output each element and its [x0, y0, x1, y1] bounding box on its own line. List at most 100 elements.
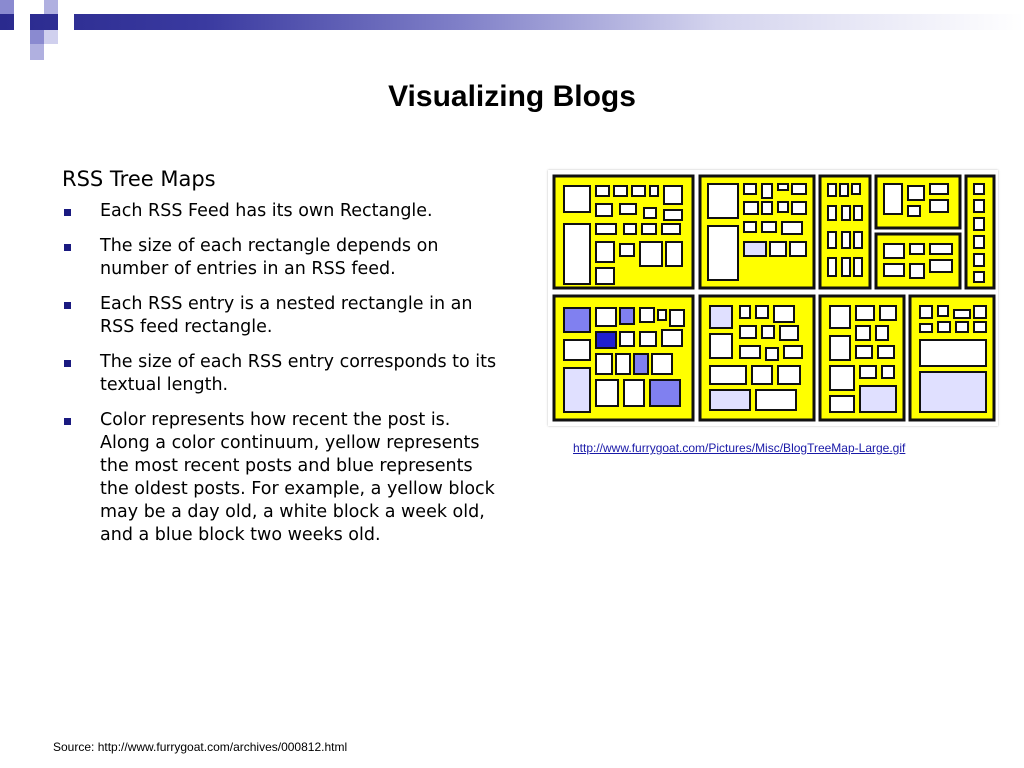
treemap-entry-rect [829, 395, 855, 413]
treemap-entry-rect [743, 183, 757, 195]
treemap-entry-rect [661, 329, 683, 347]
header-square [44, 30, 58, 44]
treemap-entry-rect [929, 183, 949, 195]
treemap-entry-rect [841, 231, 851, 249]
treemap-entry-rect [929, 199, 949, 213]
treemap-entry-rect [595, 379, 619, 407]
treemap-entry-rect [827, 205, 837, 221]
treemap-entry-rect [663, 185, 683, 205]
treemap-entry-rect [883, 183, 903, 215]
bullet-item: Each RSS entry is a nested rectangle in … [62, 293, 502, 339]
treemap-entry-rect [709, 389, 751, 411]
treemap-entry-rect [709, 305, 733, 329]
treemap-entry-rect [919, 371, 987, 413]
treemap-entry-rect [883, 243, 905, 259]
bullet-text: Each RSS Feed has its own Rectangle. [100, 201, 433, 221]
square-bullet-icon [64, 209, 71, 216]
treemap-entry-rect [709, 333, 733, 359]
treemap-entry-rect [669, 309, 685, 327]
treemap-entry-rect [955, 321, 969, 333]
treemap-entry-rect [791, 201, 807, 215]
treemap-entry-rect [839, 183, 849, 197]
treemap-entry-rect [641, 223, 657, 235]
treemap-entry-rect [743, 201, 759, 215]
treemap-entry-rect [879, 305, 897, 321]
treemap-entry-rect [783, 345, 803, 359]
treemap-entry-rect [829, 365, 855, 391]
header-square [14, 14, 30, 30]
treemap-graphic [552, 174, 996, 422]
treemap-entry-rect [855, 325, 871, 341]
treemap-entry-rect [663, 209, 683, 221]
treemap-entry-rect [827, 257, 837, 277]
treemap-entry-rect [855, 345, 873, 359]
treemap-entry-rect [853, 257, 863, 277]
treemap-entry-rect [929, 259, 953, 273]
treemap-entry-rect [707, 183, 739, 219]
treemap-entry-rect [563, 367, 591, 413]
treemap-entry-rect [909, 263, 925, 279]
treemap-entry-rect [853, 231, 863, 249]
square-bullet-icon [64, 418, 71, 425]
treemap-entry-rect [827, 231, 837, 249]
treemap-entry-rect [761, 325, 775, 339]
blog-treemap-image [548, 170, 998, 426]
treemap-entry-rect [973, 199, 985, 213]
treemap-entry-rect [639, 331, 657, 347]
treemap-entry-rect [777, 201, 789, 213]
treemap-entry-rect [953, 309, 971, 319]
header-gradient-bar [0, 14, 1024, 30]
treemap-entry-rect [709, 365, 747, 385]
treemap-entry-rect [973, 253, 985, 267]
treemap-entry-rect [595, 307, 617, 327]
treemap-entry-rect [563, 223, 591, 285]
treemap-entry-rect [761, 201, 773, 215]
bullet-text: Each RSS entry is a nested rectangle in … [100, 294, 473, 337]
treemap-entry-rect [883, 263, 905, 277]
treemap-entry-rect [973, 305, 987, 319]
treemap-entry-rect [643, 207, 657, 219]
treemap-entry-rect [773, 305, 795, 323]
treemap-entry-rect [829, 335, 851, 361]
treemap-entry-rect [755, 389, 797, 411]
treemap-entry-rect [973, 183, 985, 195]
treemap-entry-rect [649, 185, 659, 197]
bullet-item: The size of each rectangle depends on nu… [62, 235, 502, 281]
treemap-entry-rect [657, 309, 667, 321]
treemap-entry-rect [619, 203, 637, 215]
treemap-entry-rect [761, 221, 777, 233]
treemap-entry-rect [853, 205, 863, 221]
treemap-entry-rect [739, 345, 761, 359]
treemap-entry-rect [595, 241, 615, 263]
treemap-entry-rect [707, 225, 739, 281]
treemap-entry-rect [631, 185, 646, 197]
image-source-link[interactable]: http://www.furrygoat.com/Pictures/Misc/B… [573, 441, 906, 455]
bullet-text: The size of each RSS entry corresponds t… [100, 352, 497, 395]
treemap-entry-rect [595, 223, 617, 235]
treemap-entry-rect [623, 379, 645, 407]
treemap-entry-rect [777, 183, 789, 191]
treemap-entry-rect [781, 221, 803, 235]
square-bullet-icon [64, 244, 71, 251]
treemap-entry-rect [779, 325, 799, 341]
treemap-entry-rect [595, 353, 613, 375]
treemap-entry-rect [855, 305, 875, 321]
treemap-entry-rect [937, 321, 951, 333]
header-square [0, 30, 14, 44]
treemap-entry-rect [789, 241, 807, 257]
treemap-entry-rect [595, 331, 617, 349]
treemap-entry-rect [619, 243, 635, 257]
treemap-entry-rect [829, 305, 851, 329]
treemap-entry-rect [639, 307, 655, 323]
treemap-entry-rect [973, 235, 985, 249]
treemap-entry-rect [639, 241, 663, 267]
header-square [0, 0, 14, 14]
treemap-entry-rect [907, 185, 925, 201]
treemap-entry-rect [973, 321, 987, 333]
bullet-text: The size of each rectangle depends on nu… [100, 236, 439, 279]
header-square [44, 0, 58, 14]
treemap-entry-rect [827, 183, 837, 197]
slide-source: Source: http://www.furrygoat.com/archive… [53, 740, 348, 754]
treemap-entry-rect [563, 339, 591, 361]
treemap-entry-rect [841, 205, 851, 221]
